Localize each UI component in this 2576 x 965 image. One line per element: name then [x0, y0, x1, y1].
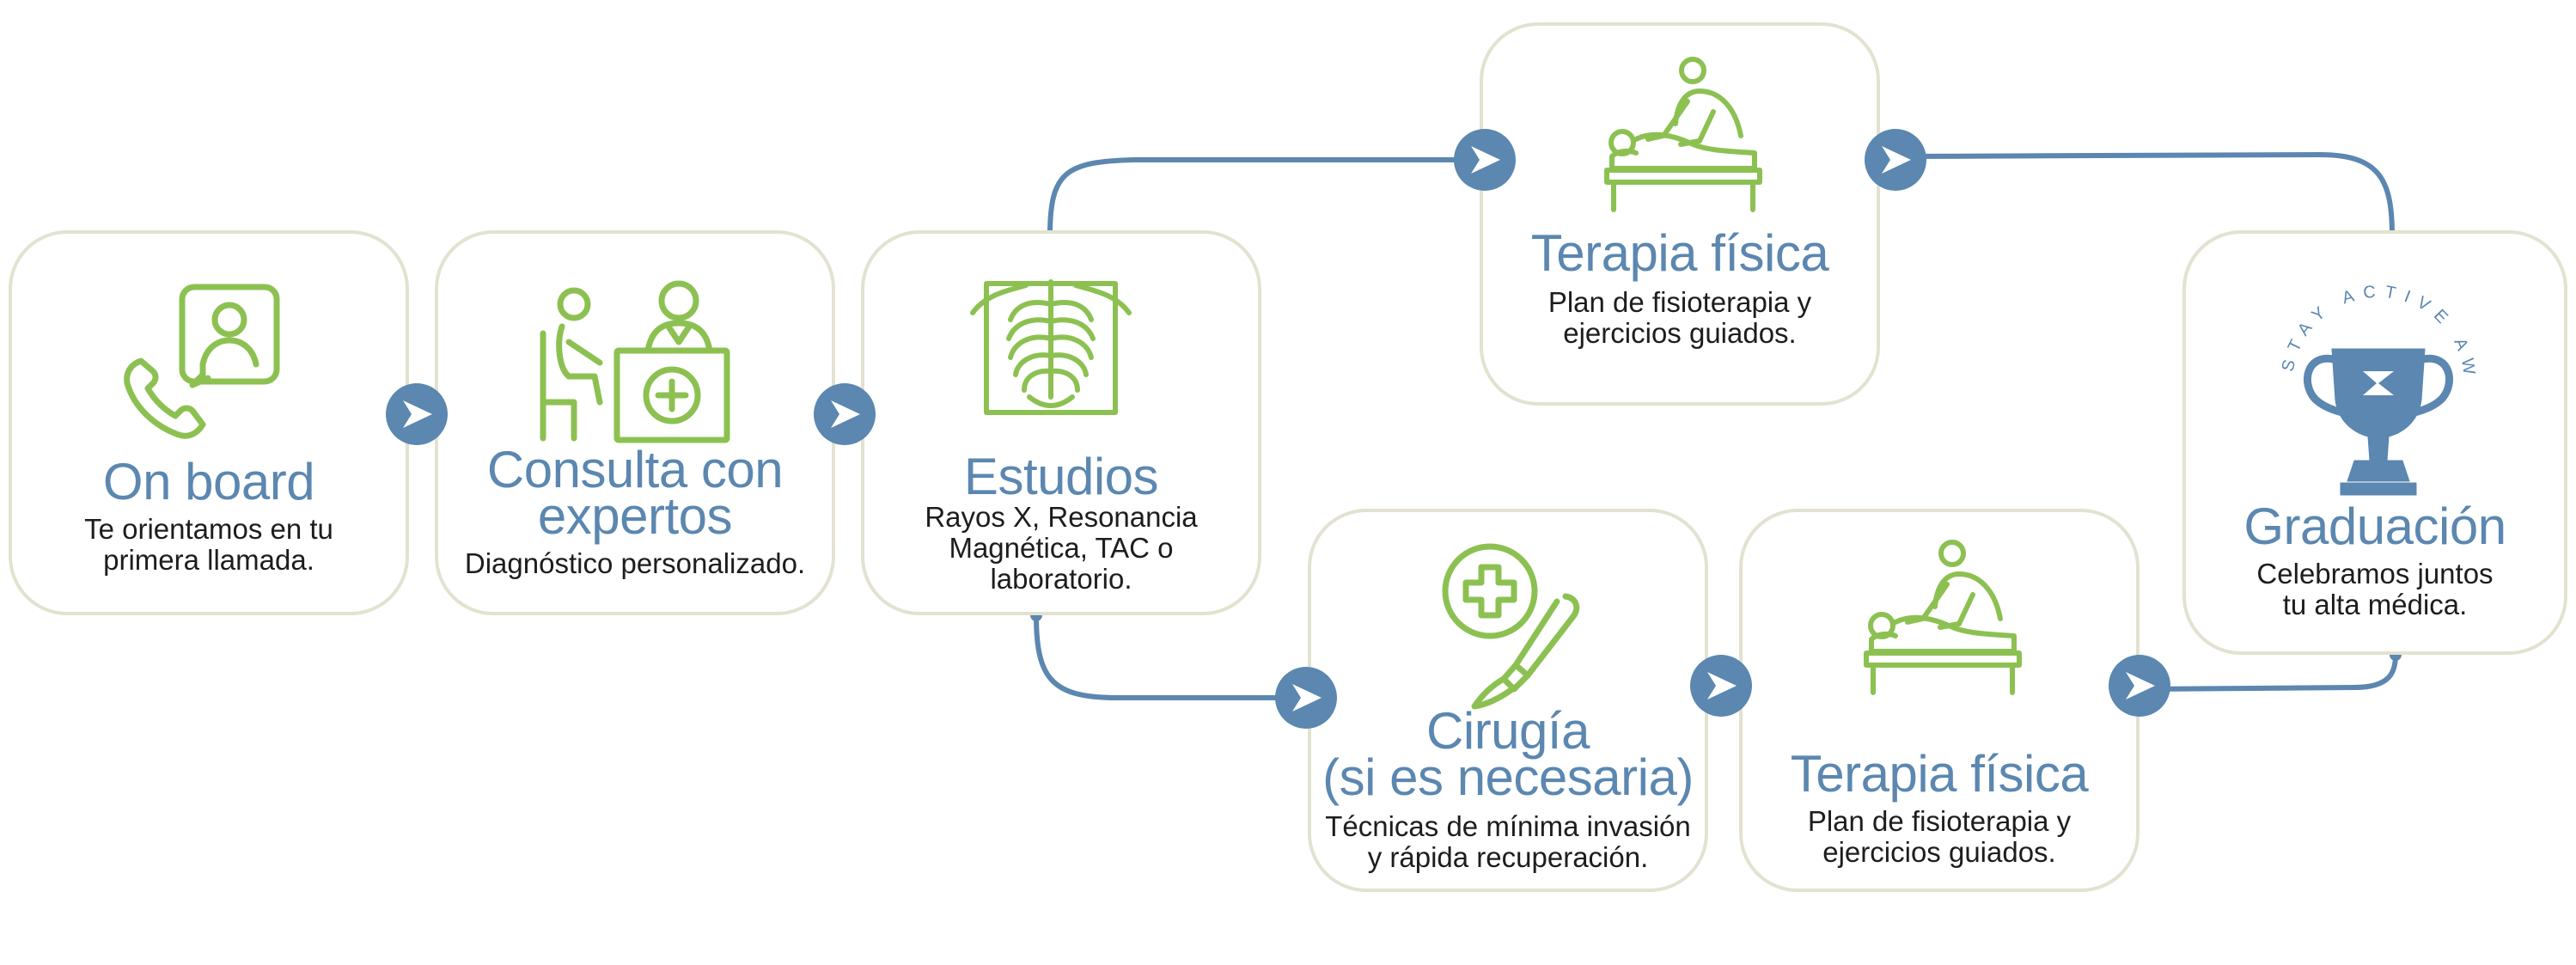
physiotherapy-massage-icon — [1604, 57, 1762, 212]
step-title: Consulta con expertos — [486, 441, 784, 545]
phone-chat-icon — [124, 284, 280, 439]
connector-terapia-bottom-to-graduacion — [2142, 652, 2398, 692]
step-desc: Rayos X, Resonancia Magnética, TAC o lab… — [925, 501, 1198, 595]
doctor-consultation-icon — [540, 280, 730, 443]
step-title: Cirugía (si es necesaria) — [1322, 702, 1694, 806]
step-title: Terapia física — [1790, 745, 2089, 803]
step-card-graduacion: STAY ACTIVE AWARD Graduación Celebramos … — [2182, 230, 2567, 655]
step-title: Graduación — [2243, 498, 2506, 555]
physiotherapy-massage-icon — [1864, 540, 2022, 695]
trophy-award-icon: STAY ACTIVE AWARD — [2258, 254, 2471, 496]
step-card-consulta: Consulta con expertos Diagnóstico person… — [435, 230, 835, 615]
step-card-estudios: Estudios Rayos X, Resonancia Magnética, … — [861, 230, 1261, 615]
step-desc: Celebramos juntos tu alta médica. — [2256, 558, 2494, 620]
step-title: Estudios — [963, 448, 1159, 505]
step-desc: Diagnóstico personalizado. — [464, 547, 806, 579]
chevron-right-icon — [1690, 655, 1752, 717]
step-card-terapia-bottom: Terapia física Plan de fisioterapia y ej… — [1739, 509, 2140, 892]
chevron-right-icon — [1275, 667, 1337, 729]
step-desc: Plan de fisioterapia y ejercicios guiado… — [1807, 805, 2072, 868]
step-title: Terapia física — [1530, 224, 1829, 282]
step-card-terapia-top: Terapia física Plan de fisioterapia y ej… — [1480, 22, 1880, 406]
step-card-cirugia: Cirugía (si es necesaria) Técnicas de mí… — [1308, 509, 1708, 892]
connector-terapia-top-to-graduacion — [1898, 151, 2395, 238]
step-desc: Técnicas de mínima invasión y rápida rec… — [1325, 810, 1691, 873]
chevron-right-icon — [2109, 655, 2170, 717]
connector-estudios-to-cirugia — [1034, 613, 1291, 700]
chevron-right-icon — [1454, 129, 1516, 191]
step-card-onboard: On board Te orientamos en tu primera lla… — [9, 230, 409, 615]
step-desc: Plan de fisioterapia y ejercicios guiado… — [1547, 286, 1812, 349]
step-title: On board — [102, 453, 315, 510]
chevron-right-icon — [814, 383, 876, 445]
step-desc: Te orientamos en tu primera llamada. — [84, 513, 333, 576]
scalpel-medical-icon — [1442, 543, 1580, 710]
connector-estudios-to-terapia-top — [1047, 157, 1489, 238]
xray-chest-icon — [970, 279, 1132, 415]
chevron-right-icon — [1865, 129, 1926, 191]
chevron-right-icon — [386, 383, 448, 445]
